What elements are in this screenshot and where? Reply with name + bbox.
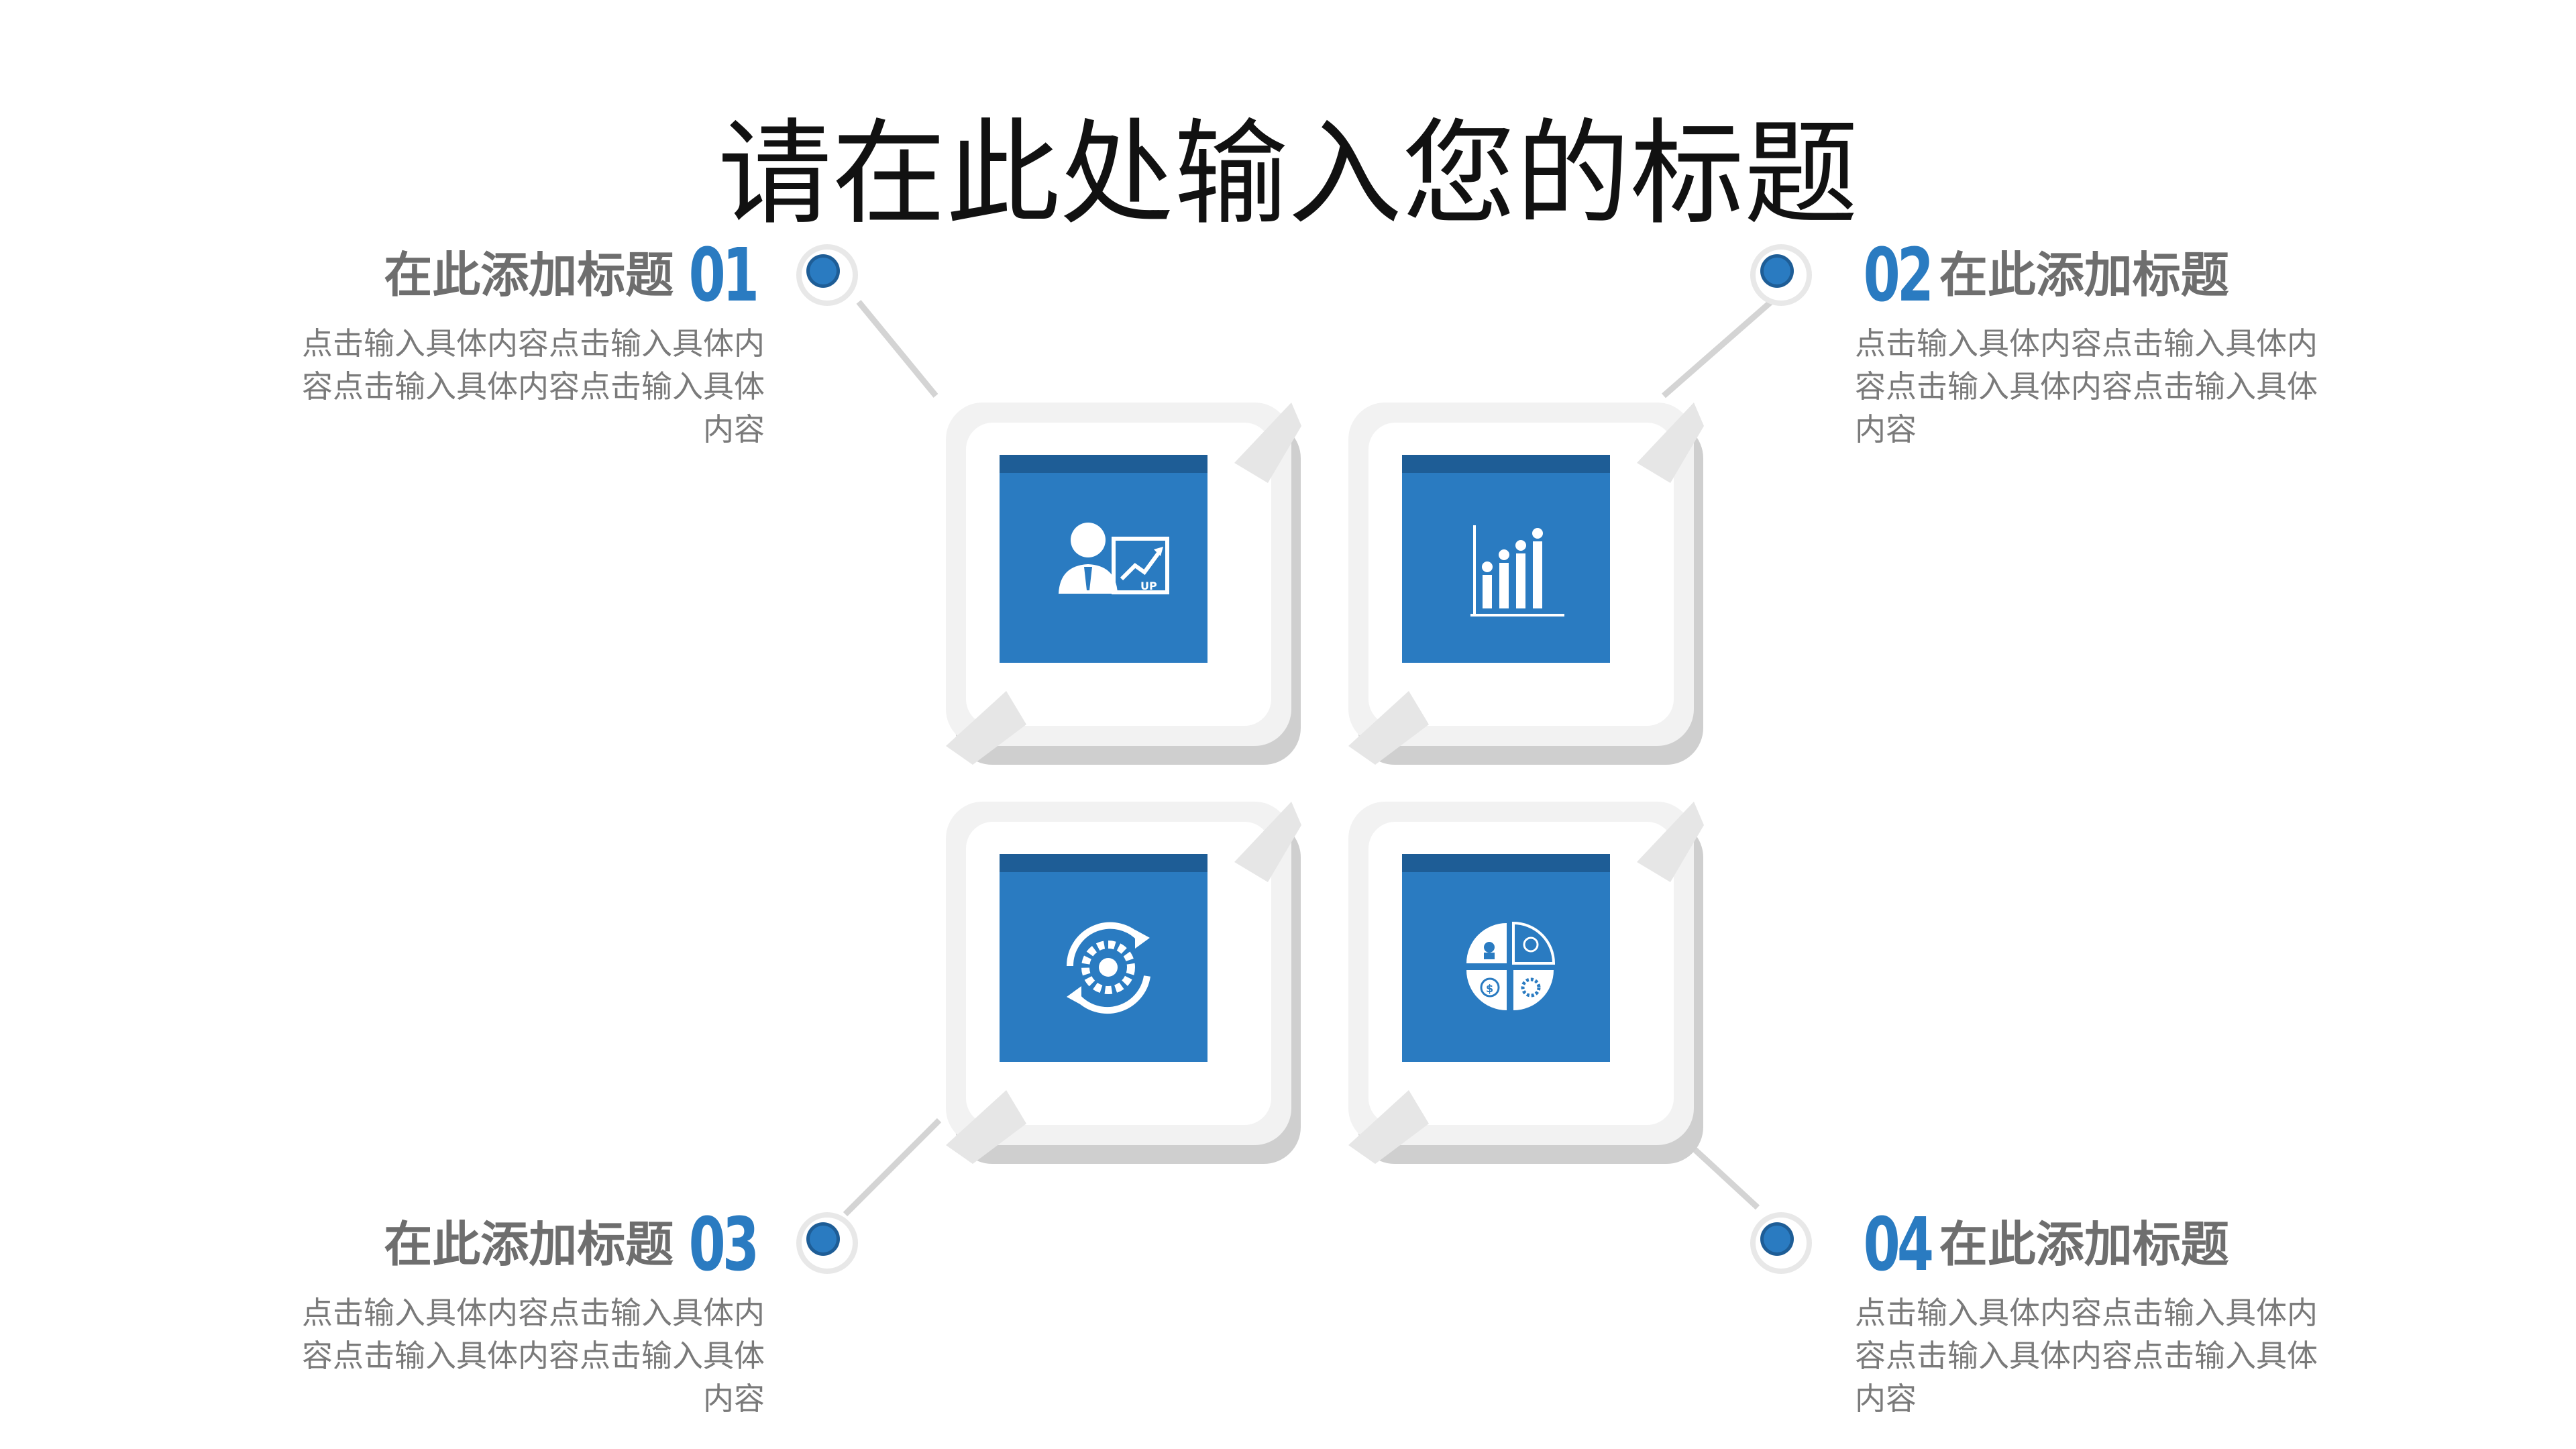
presenter-growth-icon: UP xyxy=(1006,466,1208,667)
marker-dot-2 xyxy=(1748,241,1815,309)
slide-title: 请在此处输入您的标题 xyxy=(717,108,1858,241)
section-body[interactable]: 点击输入具体内容点击输入具体内容点击输入具体内容点击输入具体内容 xyxy=(302,1295,765,1417)
section-body[interactable]: 点击输入具体内容点击输入具体内容点击输入具体内容点击输入具体内容 xyxy=(1855,1295,2318,1417)
tile-frame xyxy=(946,402,1301,765)
section-4: 04 在此添加标题 点击输入具体内容点击输入具体内容点击输入具体内容点击输入具体… xyxy=(1855,1197,2324,1420)
section-heading: 02 在此添加标题 xyxy=(1855,228,2324,322)
tile-4[interactable]: $ xyxy=(1348,802,1704,1164)
section-title[interactable]: 在此添加标题 xyxy=(1939,1216,2229,1273)
section-number: 01 xyxy=(688,232,759,318)
section-number: 04 xyxy=(1863,1201,1934,1287)
section-1: 在此添加标题 01 点击输入具体内容点击输入具体内容点击输入具体内容点击输入具体… xyxy=(295,228,765,451)
section-body[interactable]: 点击输入具体内容点击输入具体内容点击输入具体内容点击输入具体内容 xyxy=(1855,325,2318,447)
section-title[interactable]: 在此添加标题 xyxy=(384,247,674,303)
tile-2[interactable] xyxy=(1348,402,1704,765)
section-title[interactable]: 在此添加标题 xyxy=(1939,247,2229,303)
section-2: 02 在此添加标题 点击输入具体内容点击输入具体内容点击输入具体内容点击输入具体… xyxy=(1855,228,2324,451)
tile-1[interactable]: UP xyxy=(946,402,1301,765)
section-title[interactable]: 在此添加标题 xyxy=(384,1216,674,1273)
section-heading: 在此添加标题 01 xyxy=(295,228,765,322)
marker-dot-1 xyxy=(794,241,861,309)
tile-frame xyxy=(946,802,1301,1164)
section-body[interactable]: 点击输入具体内容点击输入具体内容点击输入具体内容点击输入具体内容 xyxy=(302,325,765,447)
tile-3[interactable] xyxy=(946,802,1301,1164)
marker-dot-3 xyxy=(794,1210,861,1277)
section-heading: 在此添加标题 03 xyxy=(295,1197,765,1291)
team-bar-chart-icon xyxy=(1409,466,1610,667)
svg-text:UP: UP xyxy=(1140,580,1157,592)
section-heading: 04 在此添加标题 xyxy=(1855,1197,2324,1291)
section-number: 03 xyxy=(688,1201,759,1287)
svg-text:$: $ xyxy=(1486,982,1493,995)
gear-cycle-icon xyxy=(1006,865,1208,1067)
business-quadrant-icon: $ xyxy=(1409,865,1610,1067)
section-number: 02 xyxy=(1863,232,1934,318)
section-3: 在此添加标题 03 点击输入具体内容点击输入具体内容点击输入具体内容点击输入具体… xyxy=(295,1197,765,1420)
marker-dot-4 xyxy=(1748,1210,1815,1277)
